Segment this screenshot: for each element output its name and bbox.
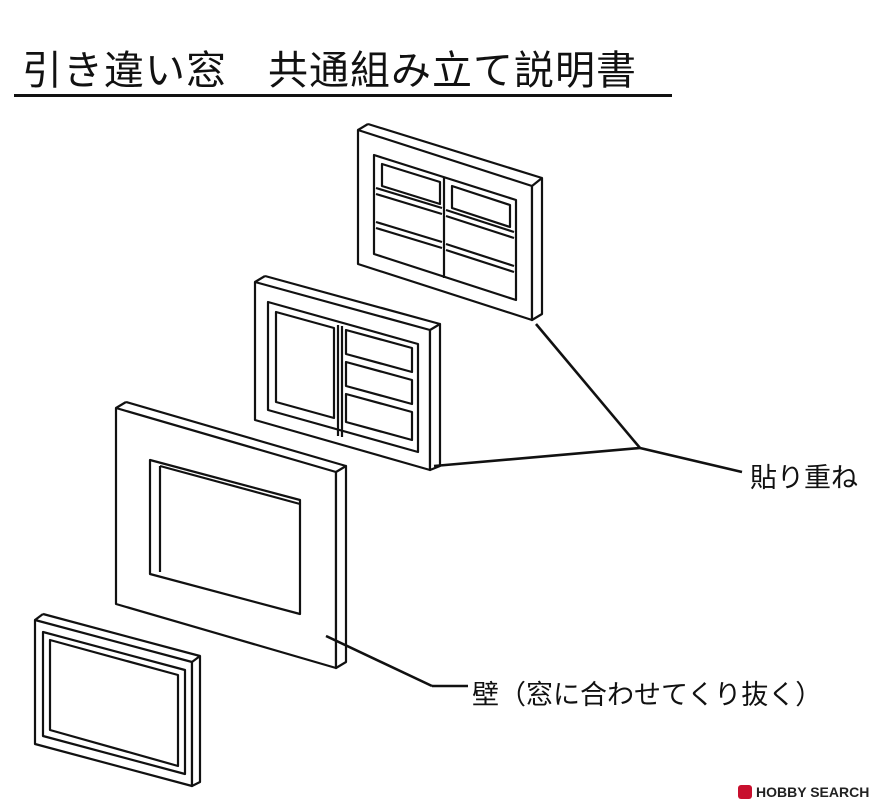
title-underline bbox=[14, 94, 672, 97]
page-title: 引き違い窓 共通組み立て説明書 bbox=[22, 48, 637, 94]
inner-sash bbox=[253, 274, 442, 472]
window-frame bbox=[33, 612, 202, 788]
leader-outer-sash bbox=[535, 323, 641, 449]
leader-overlay bbox=[639, 446, 743, 474]
wall-panel bbox=[114, 400, 348, 670]
wall-label: 壁（窓に合わせてくり抜く） bbox=[472, 680, 823, 711]
watermark-logo-icon bbox=[738, 785, 752, 799]
leader-lines bbox=[325, 323, 743, 688]
leader-inner-sash bbox=[433, 446, 641, 468]
overlay-label: 貼り重ね bbox=[750, 463, 858, 494]
watermark: HOBBY SEARCH bbox=[738, 784, 869, 800]
watermark-text: HOBBY SEARCH bbox=[756, 784, 870, 800]
outer-sash bbox=[356, 122, 544, 322]
leader-wall-a bbox=[325, 634, 433, 688]
